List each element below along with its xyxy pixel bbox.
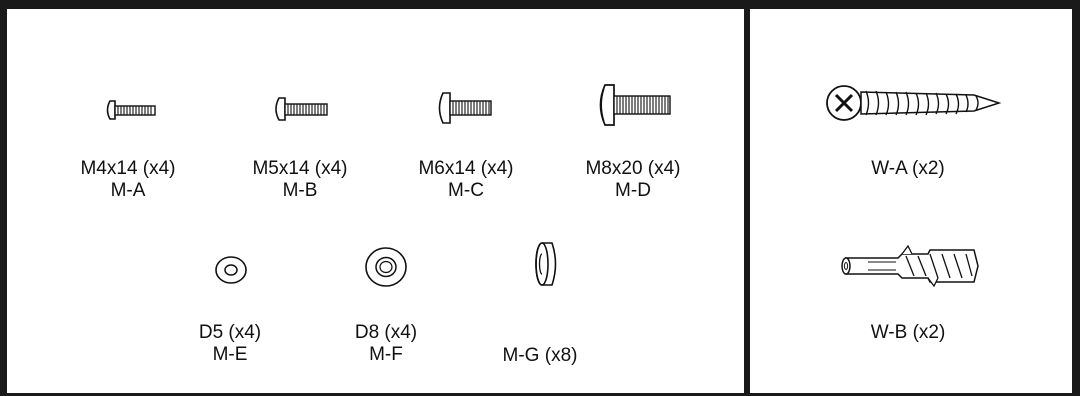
panel-divider <box>744 0 750 396</box>
screw-m-c-size: M6x14 (x4) <box>418 158 514 179</box>
screw-m8x20-icon <box>599 84 671 126</box>
spacer-icon <box>535 242 557 286</box>
screw-m5x14-icon <box>275 97 328 121</box>
screw-m6x14-icon <box>438 92 492 124</box>
spacer-m-g-label: M-G (x8) <box>502 345 578 366</box>
screw-m-d-size: M8x20 (x4) <box>585 158 681 179</box>
washer-d8-icon <box>365 247 407 287</box>
wall-w-a-label: W-A (x2) <box>871 158 945 179</box>
washer-m-f-code: M-F <box>369 344 403 365</box>
screw-m4x14-icon <box>106 100 156 120</box>
wood-screw-icon <box>826 85 1002 121</box>
screw-m-a-size: M4x14 (x4) <box>80 158 176 179</box>
screw-m-a-code: M-A <box>110 180 146 201</box>
wall-anchor-icon <box>841 244 979 288</box>
screw-m-b-code: M-B <box>282 180 318 201</box>
screw-m-b-size: M5x14 (x4) <box>252 158 348 179</box>
screw-m-d-code: M-D <box>615 180 651 201</box>
washer-m-e-code: M-E <box>212 344 248 365</box>
washer-m-f-size: D8 (x4) <box>354 322 418 343</box>
wall-w-b-label: W-B (x2) <box>870 322 946 343</box>
screw-m-c-code: M-C <box>448 180 484 201</box>
washer-d5-icon <box>215 256 247 284</box>
washer-m-e-size: D5 (x4) <box>198 322 262 343</box>
